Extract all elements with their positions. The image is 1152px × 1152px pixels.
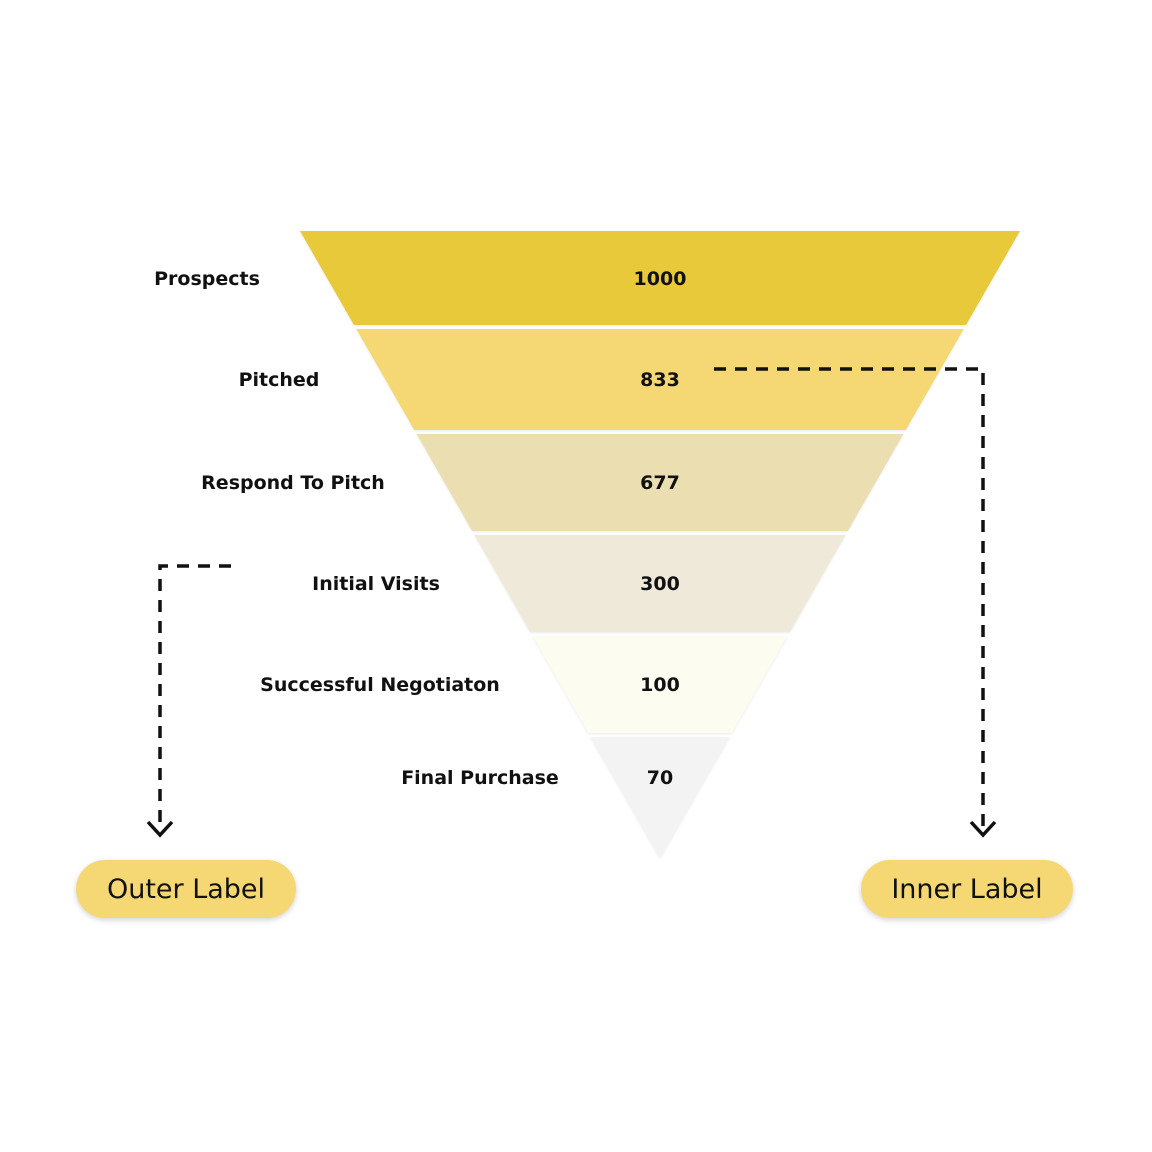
- funnel-segment-3: [416, 434, 904, 531]
- outer-label-arrowhead: [146, 820, 174, 838]
- funnel-value-3: 677: [640, 471, 680, 494]
- outer-label-pill: Outer Label: [76, 860, 296, 918]
- funnel-segment-5: [532, 636, 788, 733]
- funnel-value-1: 1000: [633, 268, 687, 290]
- inner-label-arrowhead: [969, 820, 997, 838]
- inner-label-connector: [714, 367, 985, 830]
- funnel-segment-2: [356, 329, 964, 430]
- outer-label-connector: [158, 564, 231, 830]
- funnel-segment-4: [474, 535, 846, 632]
- funnel-value-4: 300: [640, 572, 680, 595]
- funnel-label-1: Prospects: [154, 268, 260, 290]
- funnel-label-5: Successful Negotiaton: [260, 673, 500, 696]
- funnel-label-4: Initial Visits: [312, 572, 440, 595]
- funnel-label-3: Respond To Pitch: [201, 471, 385, 494]
- funnel-segment-1: [300, 231, 1020, 325]
- funnel-value-5: 100: [640, 673, 680, 696]
- funnel-value-6: 70: [646, 767, 674, 789]
- inner-label-pill: Inner Label: [861, 860, 1073, 918]
- funnel-segment-6: [590, 737, 730, 858]
- funnel-label-6: Final Purchase: [401, 767, 559, 789]
- funnel-label-2: Pitched: [238, 368, 320, 391]
- funnel-value-2: 833: [640, 368, 680, 391]
